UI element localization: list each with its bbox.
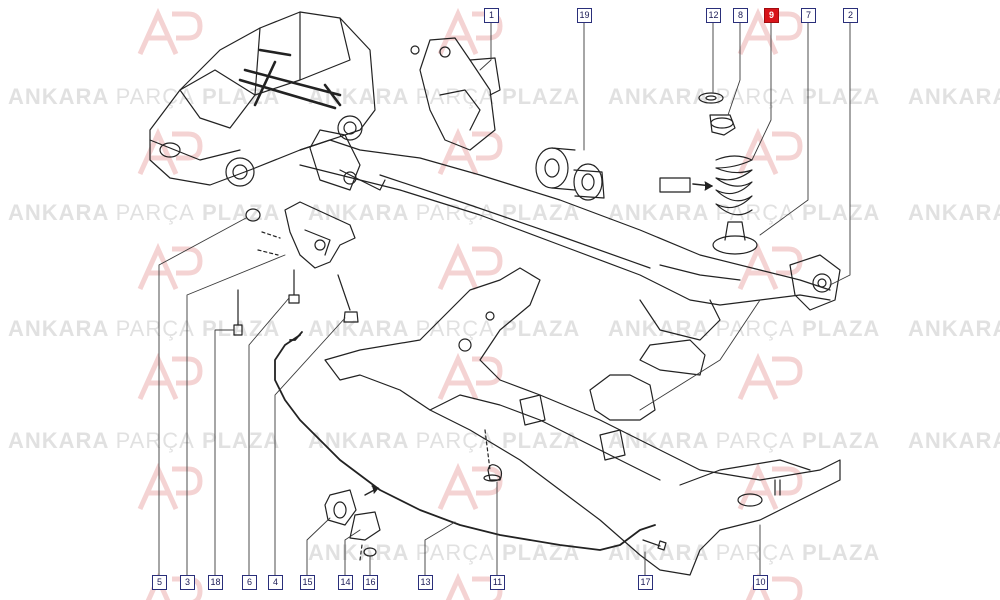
watermark-text: ANKARA PARÇA PLAZA (608, 200, 881, 225)
callout-3[interactable]: 3 (180, 575, 195, 590)
rear-axle-beam (299, 37, 841, 376)
watermark-text: ANKARA PARÇA PLAZA (608, 540, 881, 565)
callout-17[interactable]: 17 (638, 575, 653, 590)
watermark-logo (140, 14, 800, 600)
watermark-text: ANKARA PARÇA PLAZA (608, 316, 881, 341)
vehicle-thumbnail (149, 11, 376, 187)
watermark-text: ANKARA PARÇA PLAZA (308, 540, 581, 565)
watermark-text: ANKARA (908, 84, 1000, 109)
callout-16[interactable]: 16 (363, 575, 378, 590)
leader-lines (158, 21, 851, 576)
callout-1[interactable]: 1 (484, 8, 499, 23)
anti-roll-bar (274, 331, 656, 551)
callout-9-highlighted[interactable]: 9 (764, 8, 779, 23)
subframe (324, 267, 841, 576)
callout-18[interactable]: 18 (208, 575, 223, 590)
callout-12[interactable]: 12 (706, 8, 721, 23)
callout-2[interactable]: 2 (843, 8, 858, 23)
callout-4[interactable]: 4 (268, 575, 283, 590)
callout-8[interactable]: 8 (733, 8, 748, 23)
callout-15[interactable]: 15 (300, 575, 315, 590)
watermark-text: ANKARA PARÇA PLAZA (8, 84, 281, 109)
spring-assembly (659, 92, 758, 255)
callout-6[interactable]: 6 (242, 575, 257, 590)
watermark-text: ANKARA PARÇA PLAZA (308, 428, 581, 453)
watermark-text: ANKARA PARÇA PLAZA (608, 84, 881, 109)
callout-7[interactable]: 7 (801, 8, 816, 23)
callout-14[interactable]: 14 (338, 575, 353, 590)
clamp-hardware (324, 429, 667, 561)
callout-13[interactable]: 13 (418, 575, 433, 590)
callout-5[interactable]: 5 (152, 575, 167, 590)
watermark-text: ANKARA (908, 316, 1000, 341)
watermark-text: ANKARA (908, 428, 1000, 453)
callout-11[interactable]: 11 (490, 575, 505, 590)
callout-10[interactable]: 10 (753, 575, 768, 590)
bushing-pair (535, 147, 605, 201)
callout-19[interactable]: 19 (577, 8, 592, 23)
watermark-text: ANKARA (908, 200, 1000, 225)
watermark-text: ANKARA PARÇA PLAZA (8, 316, 281, 341)
